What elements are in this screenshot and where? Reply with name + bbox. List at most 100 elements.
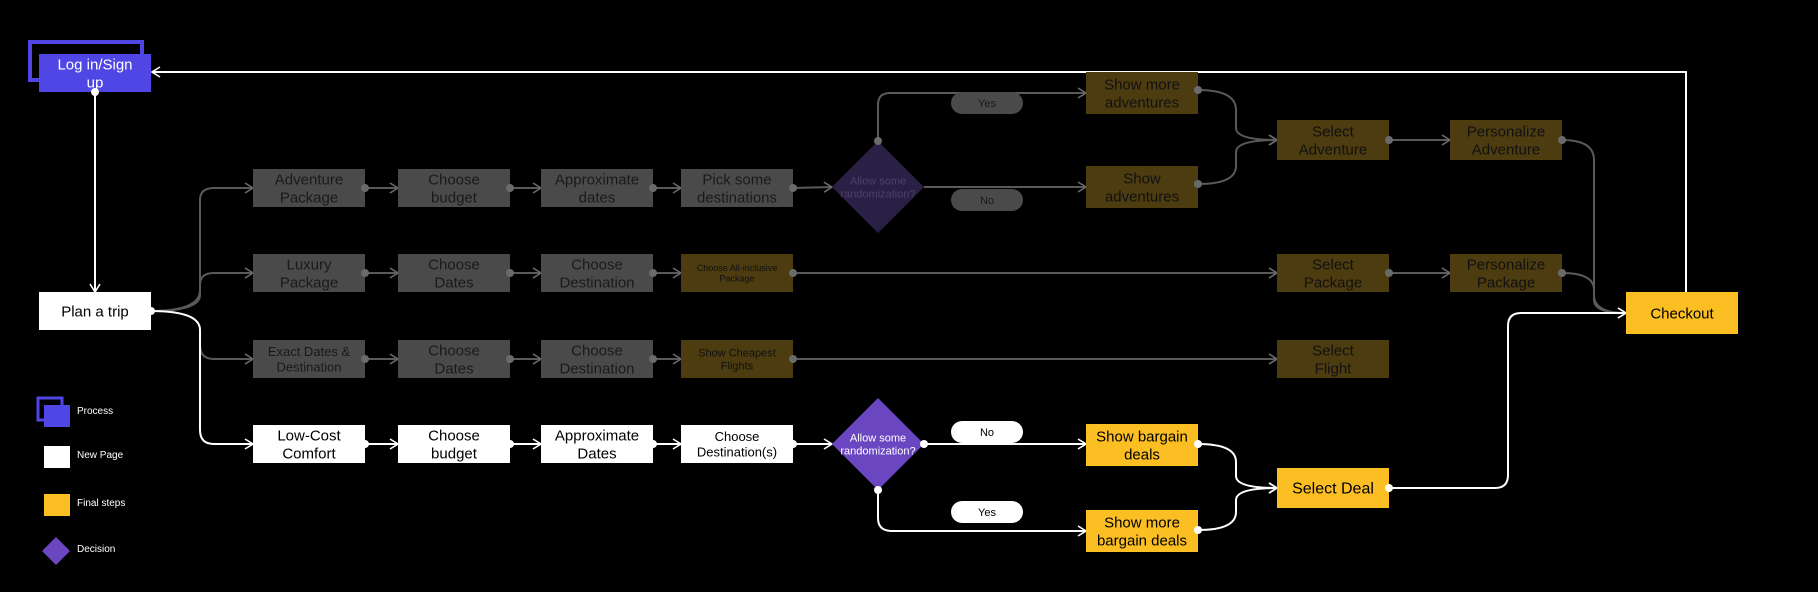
node-ex1-label: Destination xyxy=(276,359,341,374)
node-ex2-label: Choose xyxy=(428,342,480,359)
node-lc2-label: budget xyxy=(431,445,478,462)
node-lc1-label: Low-Cost xyxy=(277,427,341,444)
legend-label-final-steps: Final steps xyxy=(77,498,126,509)
node-lux1-label: Package xyxy=(280,274,338,291)
node-lc2-shape xyxy=(398,425,510,463)
edge-lux6-checkout xyxy=(1561,272,1628,319)
node-lc5b-shape xyxy=(1086,510,1198,552)
node-adv2-label: Choose xyxy=(428,171,480,188)
node-plan[interactable]: Plan a trip xyxy=(39,292,151,330)
node-lux4-label: Choose All-inclusive xyxy=(697,263,778,273)
node-lux4-label: Package xyxy=(719,274,754,284)
connector-dot xyxy=(789,440,797,448)
node-lc6[interactable]: Select Deal xyxy=(1277,468,1389,508)
node-lux2-shape xyxy=(398,254,510,292)
node-lux1-label: Luxury xyxy=(286,256,332,273)
node-adv1-shape xyxy=(253,169,365,207)
connector-dot xyxy=(789,269,797,277)
connector-dot xyxy=(1194,180,1202,188)
edge-plan-lowcost xyxy=(150,310,255,450)
node-adv7-label: Adventure xyxy=(1472,141,1540,158)
node-adv5a-shape xyxy=(1086,72,1198,114)
connector-dot xyxy=(789,184,797,192)
connector-dot xyxy=(649,440,657,448)
node-lc4-shape xyxy=(681,425,793,463)
node-lc3-shape xyxy=(541,425,653,463)
node-adv4-label: destinations xyxy=(697,189,777,206)
node-lc2-label: Choose xyxy=(428,427,480,444)
legend-swatch-new-page xyxy=(44,446,70,468)
connector-dot xyxy=(506,269,514,277)
connector-dot xyxy=(361,184,369,192)
node-adv5b-shape xyxy=(1086,166,1198,208)
connector-dot xyxy=(147,307,155,315)
node-checkout-shape xyxy=(1626,292,1738,334)
connector-dot xyxy=(1194,526,1202,534)
edge-adv4-advd xyxy=(792,181,834,193)
node-lc4-label: Destination(s) xyxy=(697,444,777,459)
branch-label-lc-yes-pill xyxy=(951,501,1023,523)
node-checkout[interactable]: Checkout xyxy=(1626,292,1738,334)
node-lux6-shape xyxy=(1450,254,1562,292)
node-ex4-shape xyxy=(681,340,793,378)
node-ex1[interactable]: Exact Dates &Destination xyxy=(253,340,365,378)
node-login-label: Log in/Sign xyxy=(57,56,132,73)
node-adv7-label: Personalize xyxy=(1467,123,1545,140)
node-login-shape xyxy=(39,54,151,92)
branch-label-lc-no-text: No xyxy=(980,427,994,439)
node-advd-shape xyxy=(832,141,924,233)
node-lc3-label: Approximate xyxy=(555,427,639,444)
node-lux4-shape xyxy=(681,254,793,292)
edge-lc6-checkout xyxy=(1389,307,1628,489)
connector-dot xyxy=(649,184,657,192)
node-checkout-label: Checkout xyxy=(1650,305,1714,322)
node-ex3-label: Choose xyxy=(571,342,623,359)
node-adv1-label: Package xyxy=(280,189,338,206)
node-adv4-label: Pick some xyxy=(702,171,771,188)
node-lcd-label: randomization? xyxy=(840,445,915,457)
edge-lc5b-lc6 xyxy=(1197,482,1279,531)
node-plan-label: Plan a trip xyxy=(61,303,129,320)
node-ex4-label: Show Cheapest xyxy=(698,347,776,359)
node-ex5-shape xyxy=(1277,340,1389,378)
node-adv5a-label: Show more xyxy=(1104,76,1180,93)
edge-lc5a-lc6 xyxy=(1197,443,1279,494)
node-ex4-label: Flights xyxy=(721,360,754,372)
connector-dot xyxy=(506,184,514,192)
node-adv5b-label: adventures xyxy=(1105,188,1179,205)
connector-dot xyxy=(1385,136,1393,144)
edge-adv5a-adv6 xyxy=(1197,89,1279,146)
connector-dot xyxy=(91,88,99,96)
branch-label-lc-yes-text: Yes xyxy=(978,507,996,519)
branch-label-adv-yes: Yes xyxy=(951,92,1023,114)
connector-dot xyxy=(361,269,369,277)
node-lc6-label: Select Deal xyxy=(1292,481,1374,498)
